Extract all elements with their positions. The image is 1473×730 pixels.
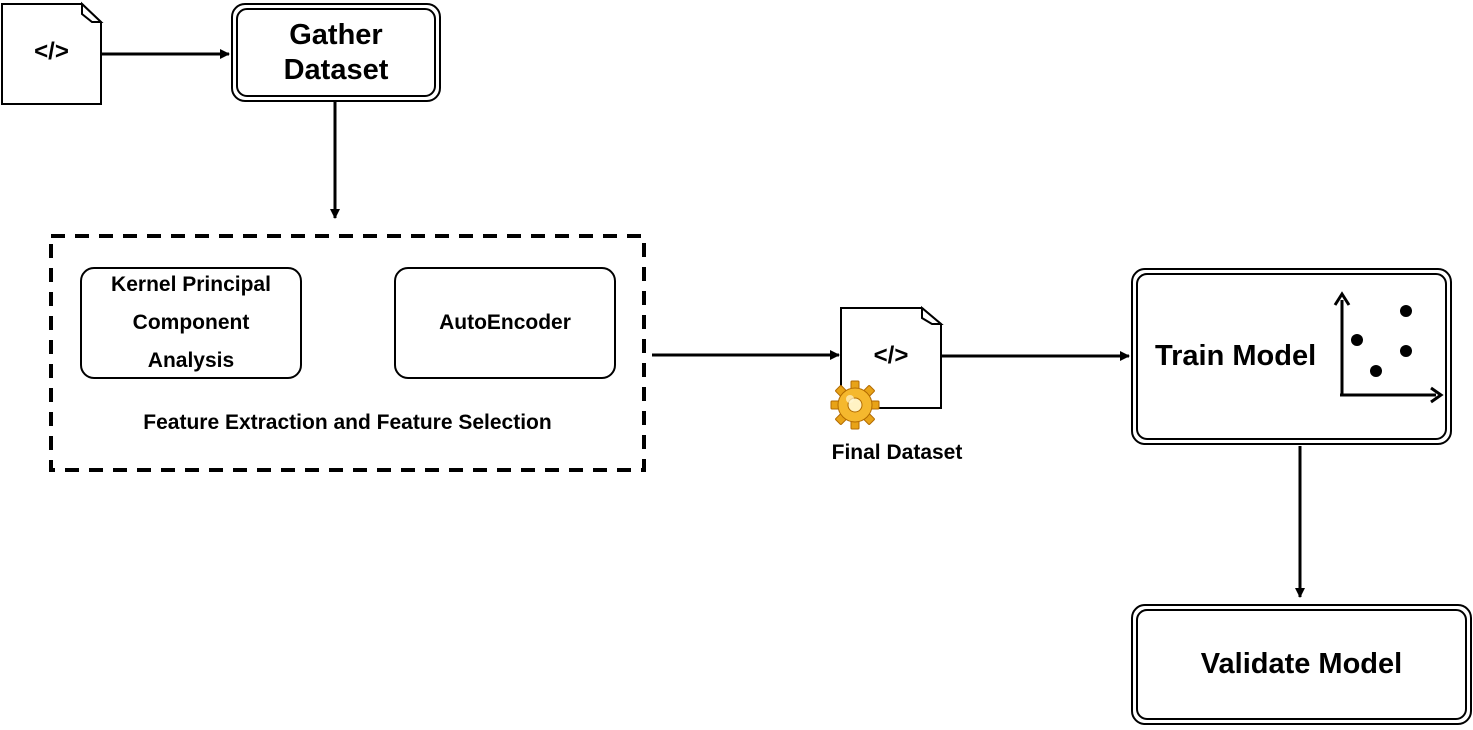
validate-model-node[interactable]: Validate Model [1131, 604, 1472, 725]
final-dataset-document-label: </> [873, 342, 909, 369]
gather-dataset-label: Gather Dataset [283, 18, 389, 86]
gather-dataset-node[interactable]: Gather Dataset [231, 3, 441, 102]
autoencoder-label: AutoEncoder [439, 311, 571, 334]
code-document-icon [1, 1, 104, 105]
train-model-inner-border [1136, 273, 1447, 440]
gather-dataset-inner-border [236, 8, 436, 97]
final-dataset-caption: Final Dataset [831, 441, 963, 464]
autoencoder-node[interactable]: AutoEncoder [394, 267, 616, 379]
train-model-node[interactable]: Train Model [1131, 268, 1452, 445]
kernel-pca-label: Kernel Principal Component Analysis [111, 273, 271, 372]
feature-group-caption: Feature Extraction and Feature Selection [143, 411, 552, 434]
feature-group-border [49, 234, 646, 472]
scatter-plot-icon [1333, 291, 1444, 404]
validate-model-label: Validate Model [1200, 648, 1403, 680]
code-document-label: </> [34, 38, 69, 65]
train-model-label: Train Model [1155, 340, 1317, 372]
validate-model-inner-border [1136, 609, 1467, 720]
kernel-pca-node[interactable]: Kernel Principal Component Analysis [80, 267, 302, 379]
gear-icon [830, 380, 880, 430]
